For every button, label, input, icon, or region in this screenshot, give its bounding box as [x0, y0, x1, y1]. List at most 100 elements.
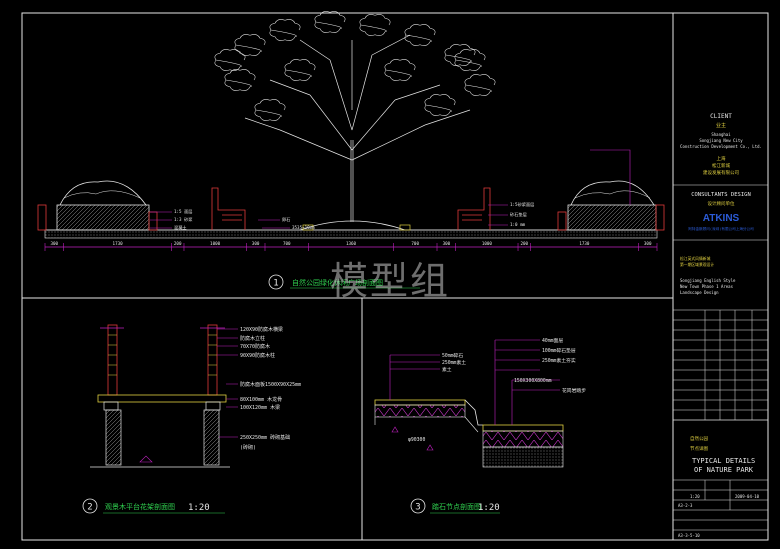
tree-drawing	[244, 34, 471, 222]
detail-2-note: 防腐木立柱	[240, 335, 265, 342]
detail-2-note: 100X120mm 木梁	[240, 404, 280, 411]
detail-1-title: 自然公园绿化休闲广场剖面图	[292, 278, 383, 287]
stone-surface-layer	[374, 399, 466, 406]
dimension-label: 1360	[346, 241, 357, 246]
ground-pavement	[44, 229, 658, 239]
detail-1-number-circle	[268, 274, 284, 290]
page-number: A3-3-5-10	[678, 533, 700, 538]
dimension-label: 700	[283, 241, 291, 246]
client-cn-line-2: 松江新城	[712, 162, 730, 169]
project-line-3: Landscape Design	[680, 290, 719, 295]
sheet-border	[21, 12, 769, 541]
revision-table	[673, 309, 768, 421]
foliage-cluster	[234, 34, 266, 56]
detail-3-number-circle	[410, 498, 426, 514]
detail-2-note: 120X90防腐木横梁	[240, 326, 283, 333]
detail-1-number: 1	[273, 279, 278, 289]
detail-3-title: 踏石节点剖面图	[432, 502, 481, 511]
client-cn-line-1: 上海	[717, 155, 726, 162]
detail-2-note: 80X100mm 木龙骨	[240, 396, 282, 403]
granite-step	[482, 424, 564, 432]
foliage-cluster	[314, 11, 346, 33]
detail-2-note: 90X90防腐木柱	[240, 352, 275, 359]
foliage-cluster	[404, 24, 436, 46]
dimension-label: 200	[521, 241, 529, 246]
compacted-soil	[482, 446, 564, 468]
atkins-sub: 阿特金斯顾问(深圳)有限公司上海分公司	[688, 226, 754, 231]
dimension-label: 200	[174, 241, 182, 246]
gravel-layer	[374, 404, 466, 418]
detail-3-note: 250mm素土夯实	[542, 357, 576, 364]
left-shrub	[59, 180, 147, 206]
detail-3-note: 100mm碎石垫层	[542, 347, 576, 354]
tree-mound	[299, 220, 406, 231]
atkins-logo: ATKINS	[703, 213, 740, 224]
client-line-3: Construction Development Co., Ltd.	[680, 144, 762, 149]
dimension-label: 1000	[482, 241, 493, 246]
detail-1-note: 混凝土	[174, 224, 187, 231]
drawing-title-cn-2: 节点详图	[690, 445, 708, 452]
detail-2-number-circle	[82, 498, 98, 514]
detail-2-title: 观景木平台花架剖面图	[105, 502, 175, 511]
detail-1-note: 1:5 面层	[174, 209, 192, 215]
dimension-label: 300	[644, 241, 652, 246]
pergola-right-post	[207, 324, 218, 396]
foliage-cluster	[224, 69, 256, 91]
detail-2-number: 2	[87, 503, 92, 513]
drawing-title-line-1: TYPICAL DETAILS	[692, 457, 755, 465]
left-bench	[211, 187, 246, 230]
detail-1-note: 砂石垫层	[510, 211, 527, 218]
detail-3-scale: 1:20	[478, 503, 500, 513]
tree-foliage	[214, 11, 496, 121]
dimension-label: 700	[411, 241, 419, 246]
drawing-title-cn: 自然公园	[690, 435, 708, 442]
foliage-cluster	[359, 14, 391, 36]
foliage-cluster	[454, 49, 486, 71]
timber-deck	[97, 394, 227, 403]
foliage-cluster	[464, 74, 496, 96]
title-block: CLIENT 业主 Shanghai Songjiang New City Co…	[673, 113, 768, 538]
detail-3-number: 3	[415, 503, 420, 513]
dimension-label: 1730	[579, 241, 590, 246]
left-planter	[56, 204, 150, 231]
consultants-cn: 设计顾问单位	[708, 200, 735, 207]
detail-3-note: φ90300	[408, 437, 425, 443]
right-shrub	[570, 180, 655, 206]
sheet-info-table	[673, 479, 768, 531]
foliage-cluster	[444, 44, 476, 66]
dimension-label: 300	[252, 241, 260, 246]
detail-2-note: 70X70防腐木	[240, 343, 270, 350]
client-cn-line-3: 建设发展有限公司	[703, 169, 739, 176]
project-cn-line-2: 第一期区域景观设计	[680, 262, 714, 267]
scale-value: 1:20	[690, 494, 700, 499]
detail-1-note: 1:3 砂浆	[174, 216, 193, 223]
client-heading: CLIENT	[710, 113, 732, 120]
left-brick-foundation	[105, 409, 122, 466]
detail-2-scale: 1:20	[188, 503, 210, 513]
foliage-cluster	[424, 94, 456, 116]
dimension-label: 1730	[113, 241, 124, 246]
detail-2-note: 防腐木面板1500X90X25mm	[240, 381, 301, 388]
detail-1-annotations: 1:5 面层1:3 砂浆混凝土卵石3535~10mm1:5砂浆面层砂石垫层1:0…	[174, 201, 534, 231]
detail-1-note: 1:5砂浆面层	[510, 201, 534, 208]
consultants-heading: CONSULTANTS DESIGN	[691, 192, 751, 198]
foliage-cluster	[384, 59, 416, 81]
sheet-number: A3-2-3	[678, 503, 693, 508]
detail-3-section: 40mm面层100mm碎石垫层250mm素土夯实50mm碎石250mm素土素土1…	[374, 338, 586, 514]
dimension-label: 300	[443, 241, 451, 246]
date-value: 2009-04-10	[735, 494, 760, 499]
foliage-cluster	[214, 49, 246, 71]
pergola-left-post	[107, 324, 118, 396]
foliage-cluster	[269, 19, 301, 41]
detail-3-note: 150X300X800mm	[514, 378, 552, 384]
detail-2-note: 250X250mm 砖砌基础	[240, 434, 290, 441]
foliage-cluster	[254, 99, 286, 121]
detail-3-note: 250mm素土	[442, 359, 466, 366]
detail-3-annotations: 40mm面层100mm碎石垫层250mm素土夯实50mm碎石250mm素土素土1…	[408, 338, 586, 443]
project-line-1: Songjiang English Style	[680, 278, 736, 283]
detail-1-note: 1:0 mm	[510, 222, 526, 227]
foliage-cluster	[284, 59, 316, 81]
